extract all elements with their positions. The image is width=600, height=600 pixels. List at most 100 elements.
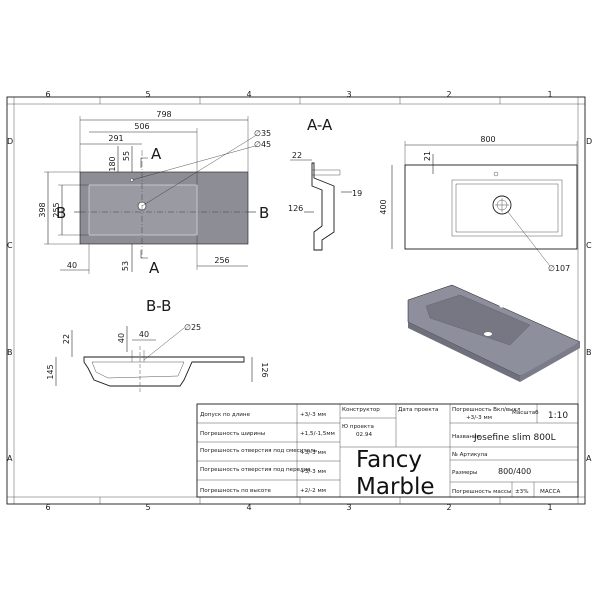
top-view: 798 506 291 180 55 398 255 40 53 256: [38, 110, 271, 277]
product-name: Josefine slim 800L: [473, 433, 556, 443]
col-label-top: 5: [145, 90, 150, 99]
date-label: Дата проекта: [398, 407, 438, 413]
dim-label: 400: [379, 199, 388, 214]
dim-label: 21: [423, 151, 432, 161]
dim-label: 22: [62, 334, 71, 344]
size-value: 800/400: [498, 467, 531, 476]
drain-3d: [484, 332, 492, 336]
row-label-left: B: [7, 348, 13, 357]
scale-label: Масштаб: [512, 410, 539, 416]
drawing-frame: [6, 96, 586, 505]
dim-label: ∅45: [254, 140, 271, 149]
tolerance-label: Погрешность отверстия под смеситель: [200, 448, 317, 454]
dim-label: ∅107: [548, 264, 570, 273]
dim-label: 398: [38, 202, 47, 217]
col-label-top: 6: [45, 90, 50, 99]
section-mark: A: [151, 145, 162, 163]
dim-label: 798: [156, 110, 171, 119]
col-label-bottom: 2: [446, 503, 451, 512]
title-block-frame: [196, 403, 579, 498]
scale-value: 1:10: [548, 411, 568, 421]
leader-line: [507, 211, 551, 267]
section-mark: B: [56, 204, 66, 222]
dim-label: 40: [67, 261, 77, 270]
tolerance-label: Погрешность ширины: [200, 431, 265, 437]
tolerance-label: Погрешность по высоте: [200, 488, 271, 494]
col-label-top: 1: [547, 90, 552, 99]
bowl-outline-right: [451, 179, 563, 237]
mass-tol-label: Погрешность массы: [452, 489, 511, 495]
basin-3d-side-edge: [520, 342, 580, 382]
dim-label: 255: [52, 202, 61, 217]
section-rim: [312, 169, 341, 176]
dim-label: 145: [46, 364, 55, 379]
section-title: A-A: [307, 116, 333, 134]
tolerance-value: +3/-3 мм: [300, 469, 326, 475]
col-label-top: 4: [246, 90, 251, 99]
drain-hole-right: [492, 195, 512, 215]
section-inner-bb: [91, 361, 185, 379]
tolerance-value: +3/-3 мм: [300, 412, 326, 418]
section-profile-bb: [83, 356, 245, 387]
col-label-top: 2: [446, 90, 451, 99]
brand-line2: Marble: [356, 474, 435, 500]
article-label: № Артикула: [452, 452, 488, 458]
row-label-left: D: [7, 137, 13, 146]
dim-label: 256: [214, 256, 229, 265]
col-label-bottom: 5: [145, 503, 150, 512]
row-label-left: C: [7, 241, 13, 250]
col-label-top: 3: [346, 90, 351, 99]
dim-label: 126: [260, 362, 269, 377]
dim-label: 22: [292, 151, 302, 160]
row-label-left: A: [7, 454, 13, 463]
leader-line: [131, 145, 256, 181]
constructor-label: Конструктор: [342, 407, 380, 413]
tolerance-label: Погрешность отверстия под перелив: [200, 467, 311, 473]
section-title: B-B: [146, 297, 171, 315]
dim-label: 40: [139, 330, 149, 339]
section-arrow: [140, 250, 148, 259]
leader-line: [141, 135, 256, 207]
section-bb: B-B 22 40 40 ∅25 145 126: [46, 297, 269, 392]
right-view: 800 21 400 ∅107: [379, 135, 578, 273]
name-label: Название: [452, 434, 481, 440]
row-label-right: B: [586, 348, 592, 357]
dim-label: 506: [134, 122, 149, 131]
tolerance-value: +1,5/-1,5мм: [300, 431, 335, 437]
tap-hole-3d: [499, 304, 505, 308]
dim-label: 40: [117, 333, 126, 343]
basin-outline-right: [404, 164, 578, 250]
brand-line1: Fancy: [356, 447, 422, 473]
bowl-inner-right: [455, 183, 559, 233]
dim-label: 180: [108, 156, 117, 171]
dim-label: 800: [480, 135, 495, 144]
iso-view: [407, 284, 581, 382]
section-arrow: [140, 157, 148, 168]
tolerance-value: +2/-2 мм: [300, 488, 326, 494]
col-label-bottom: 4: [246, 503, 251, 512]
accuracy-label: Погрешность Вкл/выкл: [452, 407, 521, 413]
row-label-right: A: [586, 454, 592, 463]
section-mark: A: [149, 259, 160, 277]
row-label-right: D: [586, 137, 592, 146]
dim-label: 55: [122, 151, 131, 161]
title-block: Допуск по длине +3/-3 мм Погрешность шир…: [196, 403, 579, 500]
size-label: Размеры: [452, 470, 477, 476]
col-label-bottom: 1: [547, 503, 552, 512]
tolerance-value: +3/-3 мм: [300, 450, 326, 456]
dim-label: 19: [352, 189, 362, 198]
mass-label: МАССА: [540, 489, 560, 495]
tap-hole-right: [493, 171, 499, 177]
dim-label: 53: [121, 261, 130, 271]
section-aa: A-A 22 19 126: [288, 116, 362, 251]
mass-tol-value: ±3%: [515, 489, 529, 495]
doc-label: Ю проекта: [342, 424, 374, 430]
row-label-right: C: [586, 241, 592, 250]
accuracy-value: +3/-3 мм: [466, 415, 492, 421]
column-ticks: [99, 97, 501, 504]
dim-label: ∅35: [254, 129, 271, 138]
basin-3d-front-edge: [408, 322, 520, 382]
section-mark: B: [259, 204, 269, 222]
dim-label: 126: [288, 204, 303, 213]
